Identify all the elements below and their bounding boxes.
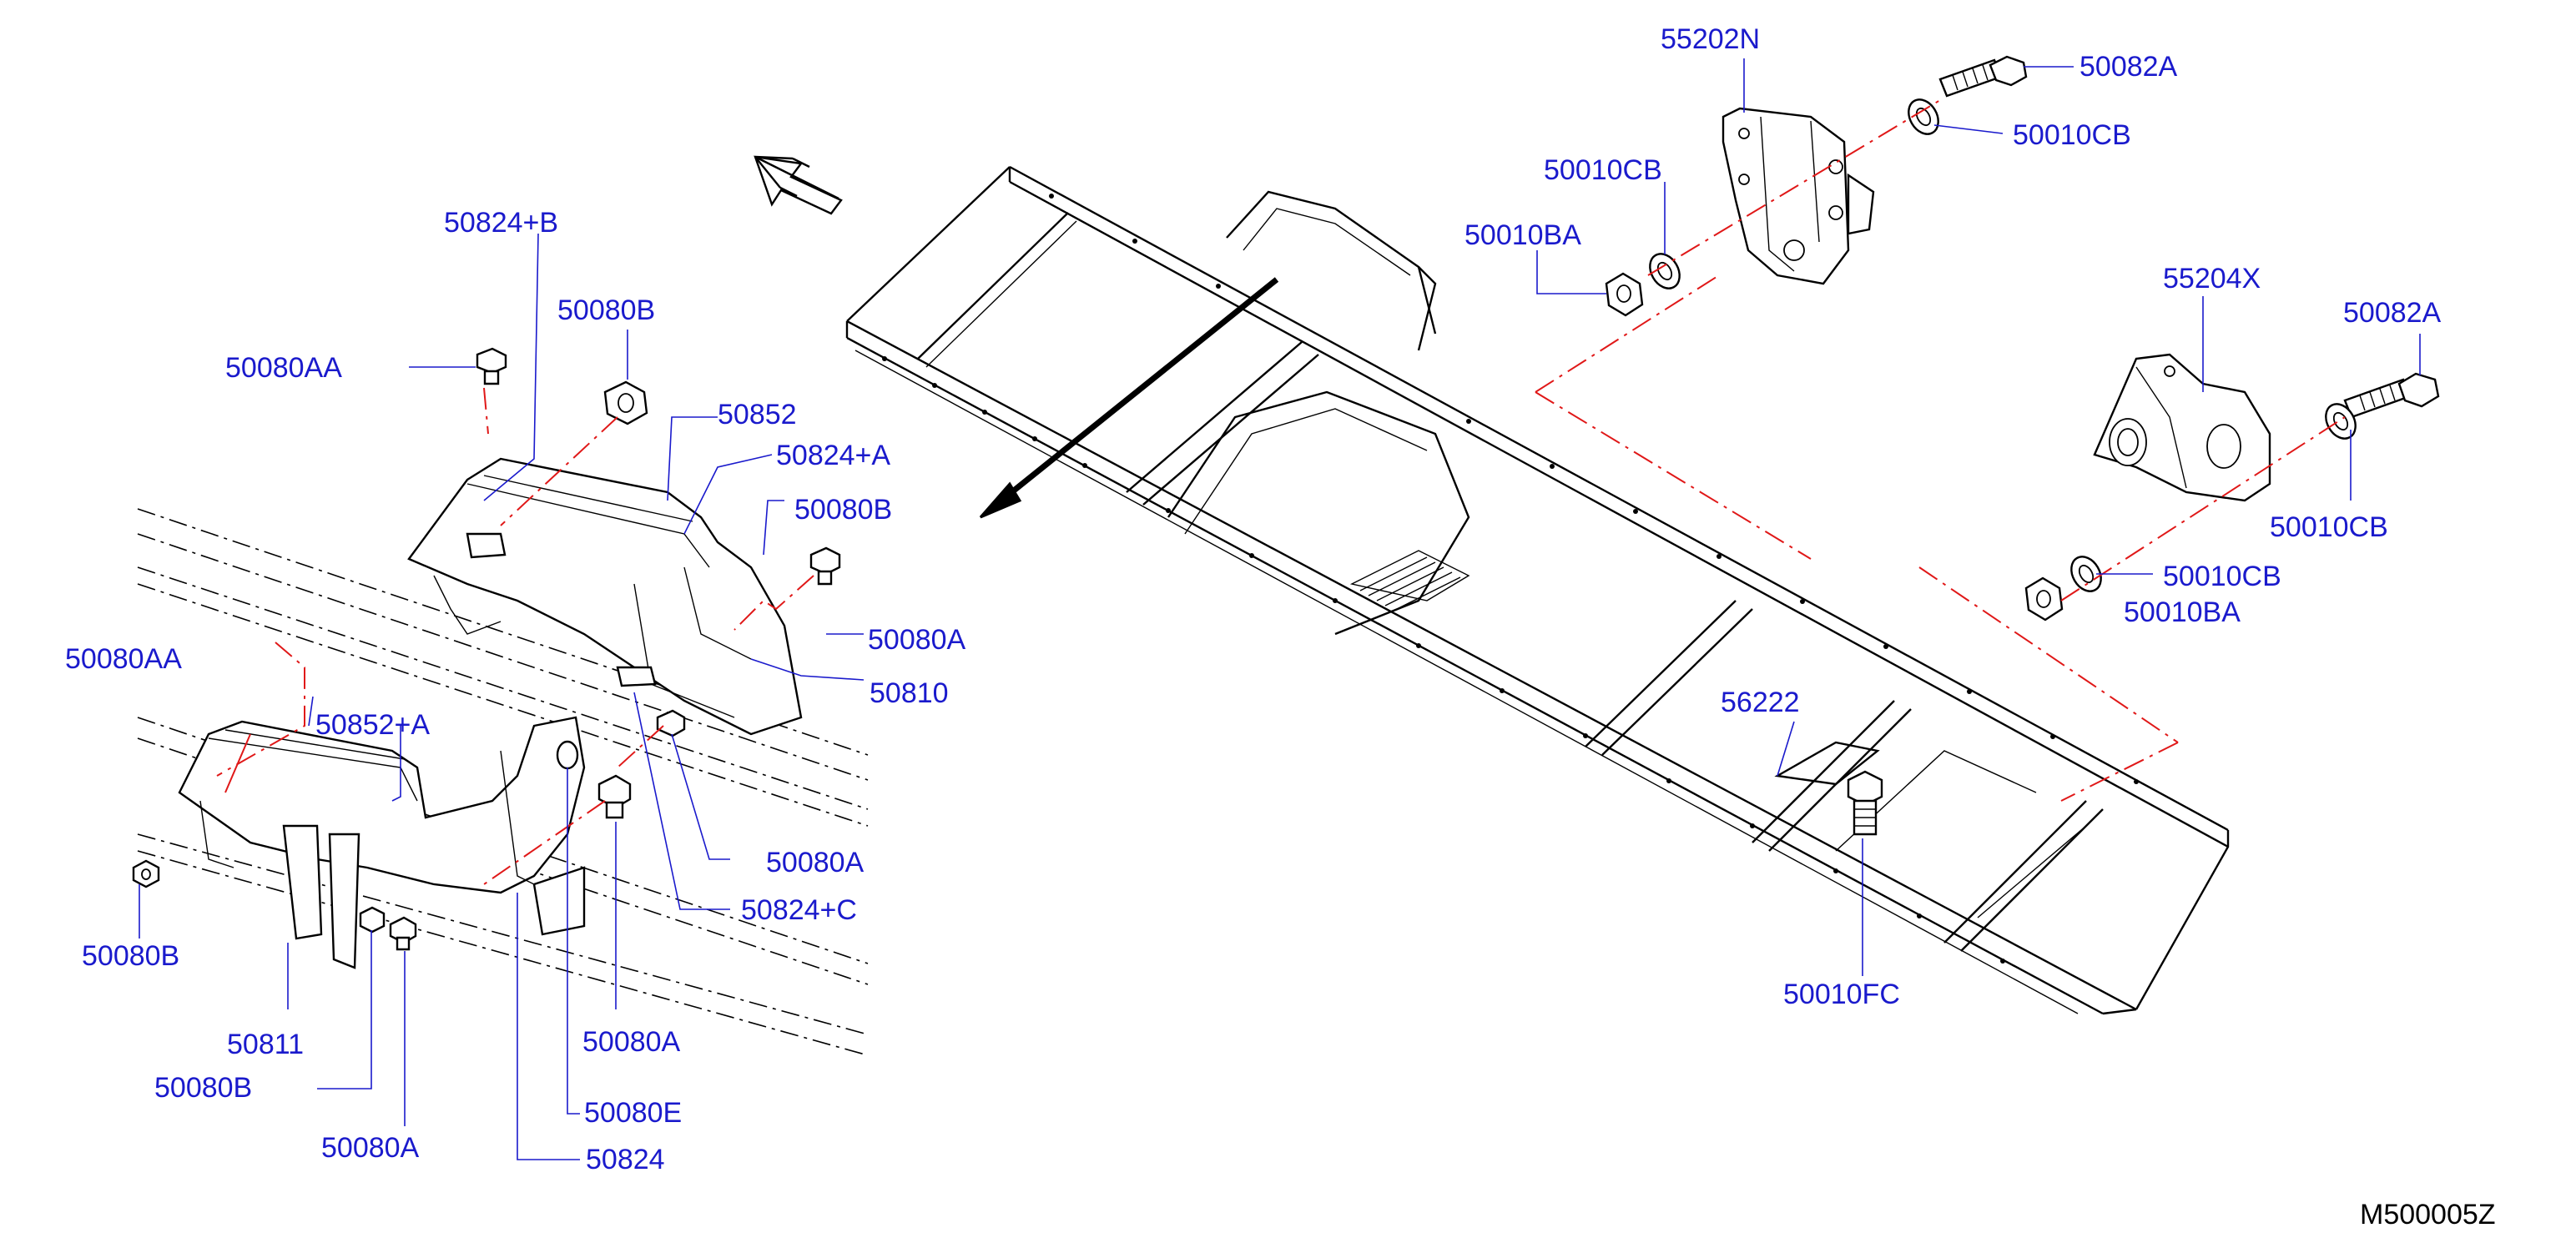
label-50010CB-low: 50010CB (2163, 561, 2281, 592)
label-50824C: 50824+C (741, 894, 857, 926)
washer-50010CB-low (2070, 556, 2102, 592)
nut-50010BA-top (1605, 272, 1644, 317)
label-50824A: 50824+A (776, 440, 890, 471)
label-50080AA: 50080AA (225, 352, 342, 384)
washer-50010CB-top-left (1649, 253, 1681, 289)
bolt-50082A-mid (2343, 372, 2440, 419)
label-56222: 56222 (1721, 687, 1800, 718)
bolt-50080A-low (597, 774, 632, 819)
bolt-50080B-right (809, 546, 841, 586)
clip-50080E (556, 740, 579, 770)
label-50010BA-low: 50010BA (2124, 596, 2241, 628)
reference-lines-left (216, 387, 814, 885)
label-50080B-top: 50080B (557, 294, 655, 326)
label-50080A-low: 50080A (582, 1026, 681, 1058)
label-50010FC: 50010FC (1783, 979, 1900, 1010)
chassis-frame (845, 165, 2230, 1015)
nut-50080B-low (359, 906, 386, 934)
nut-50010BA-low (2024, 576, 2064, 622)
label-50824B: 50824+B (444, 207, 558, 239)
label-50010CB-mid: 50010CB (2270, 511, 2388, 543)
label-50852A: 50852+A (315, 709, 430, 741)
nut-50080B-left (132, 859, 160, 888)
label-50810: 50810 (870, 677, 949, 709)
label-50852: 50852 (718, 399, 797, 430)
label-50010BA-top: 50010BA (1464, 219, 1581, 251)
bolt-50080A-mid (656, 709, 686, 737)
label-50010CB-top-right: 50010CB (2013, 119, 2131, 151)
label-50080B-left: 50080B (82, 940, 179, 972)
label-50824: 50824 (586, 1144, 665, 1175)
label-50080A-bottom: 50080A (321, 1132, 420, 1164)
insulator-50852A (178, 716, 586, 969)
label-50080B-right: 50080B (794, 494, 892, 526)
bolt-50082A-top (1938, 55, 2028, 98)
label-55204X: 55204X (2163, 263, 2261, 294)
label-50811: 50811 (227, 1029, 304, 1060)
front-direction-arrow-icon (754, 155, 843, 215)
view-direction-arrow-icon (979, 277, 1279, 519)
bolt-50010FC (1847, 770, 1883, 836)
bolt-50080A-bottom (389, 916, 417, 951)
insulator-50852 (407, 457, 803, 736)
label-55202N: 55202N (1661, 23, 1760, 55)
label-50082A-top: 50082A (2079, 51, 2178, 83)
label-50010CB-top-left: 50010CB (1544, 154, 1662, 186)
part-labels: 55202N 50082A 50010CB 50010CB 50010BA 55… (65, 23, 2496, 1230)
nut-50080B-top (603, 380, 648, 425)
reference-lines-right (1535, 99, 2346, 802)
bracket-55202N (1722, 107, 1875, 285)
label-50080AA-left: 50080AA (65, 643, 182, 675)
label-50082A-mid: 50082A (2343, 297, 2442, 329)
leader-lines (139, 58, 2421, 1160)
bolt-50080AA-top (476, 347, 507, 385)
diagram-code: M500005Z (2360, 1199, 2496, 1230)
label-50080A-mid: 50080A (766, 847, 865, 878)
label-50080A-right: 50080A (868, 624, 966, 656)
label-50080E: 50080E (584, 1097, 682, 1129)
label-50080B-low: 50080B (154, 1072, 252, 1104)
bracket-55204X (2093, 353, 2271, 502)
